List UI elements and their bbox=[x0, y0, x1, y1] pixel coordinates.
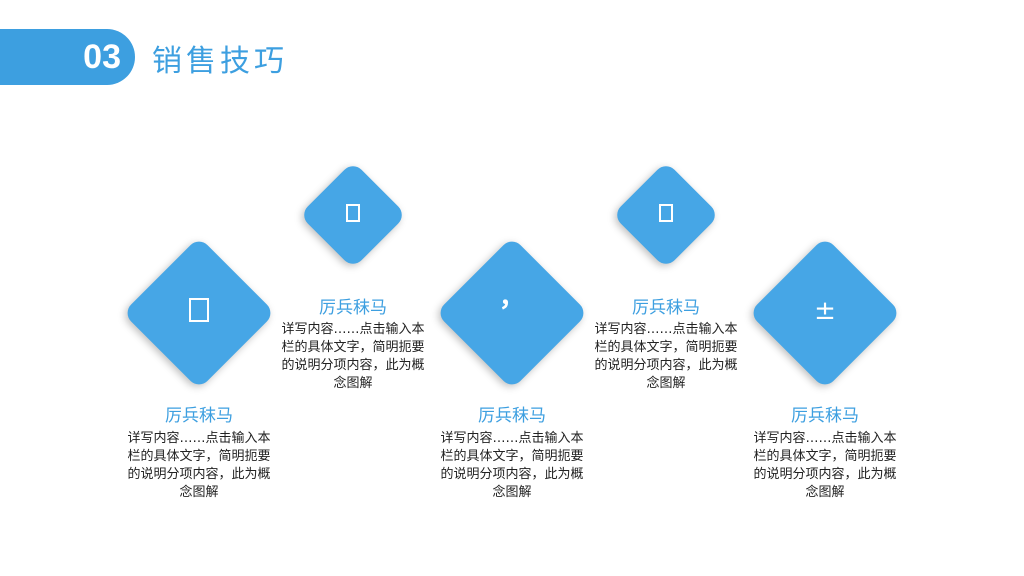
item-desc-3: 详写内容……点击输入本栏的具体文字，简明扼要的说明分项内容，此为概念图解 bbox=[440, 431, 584, 500]
item-title-1: 厉兵秣马 bbox=[165, 406, 233, 426]
section-number: 03 bbox=[83, 37, 121, 76]
item-desc-5: 详写内容……点击输入本栏的具体文字，简明扼要的说明分项内容，此为概念图解 bbox=[753, 431, 897, 500]
comma-icon: ， bbox=[498, 282, 525, 313]
box-icon bbox=[659, 204, 673, 222]
item-desc-1: 详写内容……点击输入本栏的具体文字，简明扼要的说明分项内容，此为概念图解 bbox=[127, 431, 271, 500]
item-title-3: 厉兵秣马 bbox=[478, 406, 546, 426]
section-title: 销售技巧 bbox=[152, 44, 288, 79]
box-icon bbox=[189, 298, 209, 322]
item-desc-2: 详写内容……点击输入本栏的具体文字，简明扼要的说明分项内容，此为概念图解 bbox=[281, 322, 425, 391]
section-number-badge: 03 bbox=[0, 29, 135, 85]
item-desc-4: 详写内容……点击输入本栏的具体文字，简明扼要的说明分项内容，此为概念图解 bbox=[594, 322, 738, 391]
plus-minus-icon: ± bbox=[814, 296, 836, 326]
box-icon bbox=[346, 204, 360, 222]
item-title-2: 厉兵秣马 bbox=[319, 298, 387, 318]
item-title-5: 厉兵秣马 bbox=[791, 406, 859, 426]
item-title-4: 厉兵秣马 bbox=[632, 298, 700, 318]
